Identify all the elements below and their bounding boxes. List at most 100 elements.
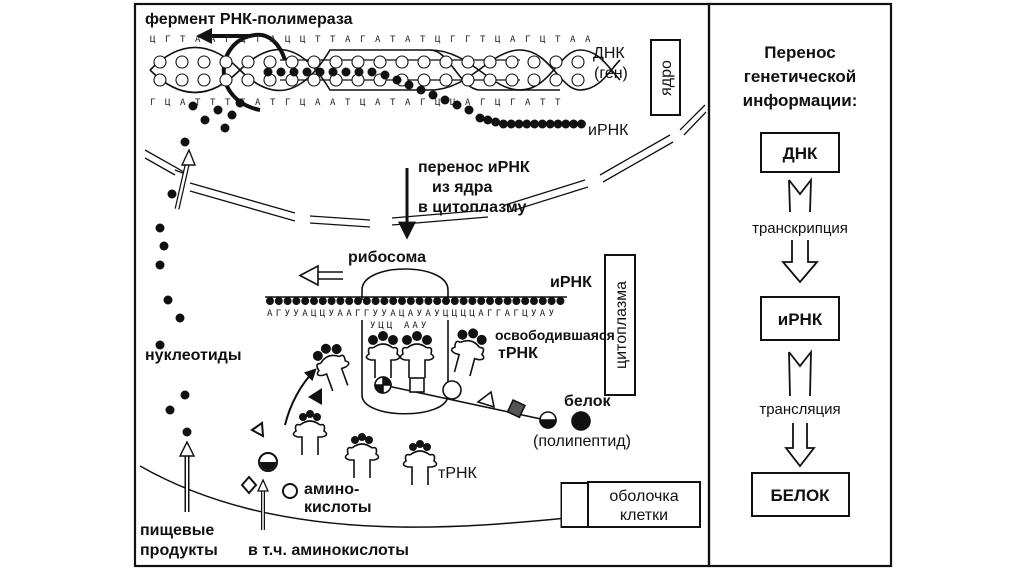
mrna-base-letter: Ц: [399, 309, 405, 319]
dna-base-circle: [571, 55, 585, 69]
mrna-nucleotide: [547, 297, 556, 305]
nucleotide: [175, 313, 185, 323]
protein-label: белок: [564, 393, 612, 410]
mrna-base-letter: У: [381, 309, 387, 319]
dna-base-letter: А: [195, 35, 201, 45]
mrna-nucleotide: [486, 297, 494, 305]
amino-acids-label-2: кислоты: [304, 499, 372, 516]
step-dna-label: ДНК: [783, 144, 818, 163]
dna-base-circle: [461, 55, 475, 69]
dna-base-letter: Г: [360, 35, 365, 45]
dna-base-circle: [571, 73, 585, 87]
mrna-base-letter: Ц: [443, 309, 449, 319]
dna-base-letter: Т: [555, 98, 561, 108]
dna-base-letter: Ц: [165, 98, 171, 108]
dna-base-circle: [329, 55, 343, 69]
nucleotide: [235, 98, 245, 108]
dna-base-letter: Т: [255, 35, 261, 45]
mrna-nucleotide: [483, 115, 493, 125]
dna-base-letter: Т: [555, 35, 561, 45]
dna-base-letter: Т: [225, 98, 231, 108]
dna-base-circle: [153, 73, 167, 87]
nucleotide: [188, 101, 198, 111]
step-mrna-label: иРНК: [778, 310, 823, 329]
mrna-nucleotide: [398, 297, 406, 305]
mrna-nucleotide: [433, 297, 442, 305]
dna-base-letter: А: [510, 35, 516, 45]
cell-membrane: [139, 465, 591, 528]
nucleotides-label: нуклеотиды: [145, 347, 241, 364]
mrna-base-letter: Г: [364, 309, 369, 319]
free-amino-acids: [240, 421, 298, 499]
cell-membrane-label-2: клетки: [620, 507, 668, 524]
dna-base-circle: [527, 55, 541, 69]
dna-base-circle: [439, 55, 453, 69]
nucleotide: [200, 115, 210, 125]
dna-base-circle: [197, 55, 211, 69]
nucleotide: [155, 260, 165, 270]
nucleotide: [213, 105, 223, 115]
nucleotide: [220, 123, 230, 133]
step-box-mrna: [760, 296, 840, 341]
cytoplasm-label: цитоплазма: [613, 281, 630, 369]
dna-base-circle: [439, 73, 453, 87]
nuclear-membrane: [144, 104, 707, 228]
mrna-base-letter: А: [425, 309, 431, 319]
mrna-base-letter: Г: [496, 309, 501, 319]
dna-base-circle: [175, 73, 189, 87]
nucleotide: [182, 427, 192, 437]
dna-base-circle: [219, 73, 233, 87]
dna-base-letter: А: [345, 35, 351, 45]
dna-base-letter: А: [405, 98, 411, 108]
mrna-base-letter: Ц: [311, 309, 317, 319]
released-trna-label-2: тРНК: [498, 345, 538, 362]
dna-base-circle: [527, 73, 541, 87]
dna-base-letter: Ц: [285, 35, 291, 45]
cell-membrane-label-1: оболочка: [609, 488, 678, 505]
mrna-transfer-label-1: перенос иРНК: [418, 159, 530, 176]
mrna-nucleotide: [514, 119, 524, 129]
mrna-nucleotide: [442, 297, 450, 305]
nucleus-label-box: [650, 39, 681, 116]
anticodon-2: ААУ: [404, 321, 429, 331]
dna-base-letter: Т: [390, 98, 396, 108]
sidebar-title-3: информации:: [743, 91, 858, 110]
step-box-protein: [751, 472, 850, 517]
nucleotide: [163, 295, 173, 305]
dna-base-letter: Г: [165, 35, 170, 45]
dna-base-letter: Ц: [360, 98, 366, 108]
dna-base-letter: Т: [330, 35, 336, 45]
dna-base-letter: А: [465, 98, 471, 108]
dna-base-circle: [307, 55, 321, 69]
mrna-nucleotide: [522, 119, 532, 129]
mrna-nucleotide: [416, 85, 426, 95]
dna-base-circle: [461, 73, 475, 87]
mrna-transfer-label-2: из ядра: [432, 179, 493, 196]
mrna-nucleotide: [367, 67, 377, 77]
cell-membrane-box: [587, 481, 701, 528]
mrna-nucleotide: [292, 297, 301, 305]
dna-base-circle: [241, 73, 255, 87]
mrna-nucleotide: [263, 67, 273, 77]
mrna-base-letter: А: [302, 309, 308, 319]
mrna-base-letter: А: [478, 309, 484, 319]
mrna-base-letter: Ц: [461, 309, 467, 319]
mrna-nucleotide: [315, 67, 325, 77]
trna-label: тРНК: [438, 465, 478, 482]
dna-base-letter: Т: [315, 35, 321, 45]
anticodon-1: УЦЦ: [370, 321, 395, 331]
mrna-nucleotide: [362, 297, 371, 305]
mrna-nucleotide: [354, 297, 362, 305]
dna-base-letter: А: [330, 98, 336, 108]
dna-gene-label: (ген): [594, 65, 628, 82]
dna-base-circle: [241, 55, 255, 69]
mrna-base-letter: У: [417, 309, 423, 319]
dna-base-letter: Т: [480, 35, 486, 45]
mrna-base-letter: Г: [487, 309, 492, 319]
nucleotide: [155, 223, 165, 233]
mrna-nucleotide: [530, 297, 538, 305]
dna-base-circle: [505, 55, 519, 69]
dna-label: ДНК: [593, 45, 625, 62]
dna-base-letter: Т: [420, 35, 426, 45]
